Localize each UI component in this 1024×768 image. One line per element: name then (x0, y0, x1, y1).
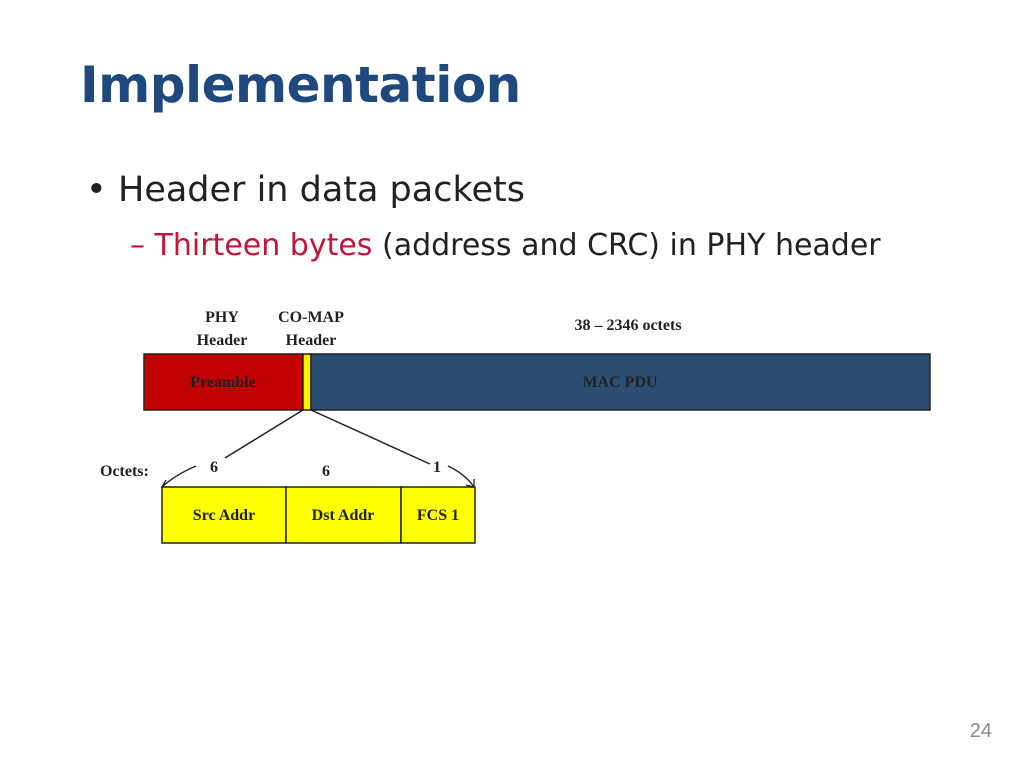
src-addr-label: Src Addr (193, 507, 255, 524)
preamble-label: Preamble (190, 374, 255, 391)
dst-addr-block (285, 486, 402, 544)
bullet-text: Header in data packets (118, 170, 525, 210)
fcs-block (400, 486, 476, 544)
octets-label: Octets: (100, 463, 149, 480)
dst-addr-label: Dst Addr (312, 507, 375, 524)
arrow-right (447, 465, 475, 488)
bullet-dot: • (86, 170, 107, 210)
expansion-line-right (310, 409, 431, 465)
mac-pdu-label: MAC PDU (582, 374, 658, 391)
comap-header-block (302, 353, 312, 411)
sub-bullet-rest: (address and CRC) in PHY header (381, 228, 881, 263)
src-addr-octets: 6 (210, 459, 218, 476)
page-number: 24 (969, 720, 992, 742)
src-addr-block (161, 486, 287, 544)
phy-header-label-line1: PHY (205, 309, 239, 326)
comap-header-label-line1: CO-MAP (278, 309, 344, 326)
slide-title: Implementation (80, 56, 521, 114)
comap-header-label-line2: Header (286, 332, 337, 349)
sub-bullet-dash: – (130, 228, 145, 263)
expansion-line-left (224, 409, 304, 459)
sub-bullet-highlight: Thirteen bytes (154, 228, 373, 263)
dst-addr-octets: 6 (322, 463, 330, 480)
fcs-label: FCS 1 (417, 507, 459, 524)
arrow-left (161, 465, 197, 488)
sub-bullet-thirteen-bytes: – Thirteen bytes (address and CRC) in PH… (130, 228, 881, 263)
fcs-octets: 1 (433, 459, 441, 476)
phy-header-label-line2: Header (197, 332, 248, 349)
bullet-header-in-data-packets: • Header in data packets (86, 170, 525, 210)
octets-range-label: 38 – 2346 octets (574, 317, 681, 334)
mac-pdu-block (310, 353, 931, 411)
preamble-block (143, 353, 304, 411)
